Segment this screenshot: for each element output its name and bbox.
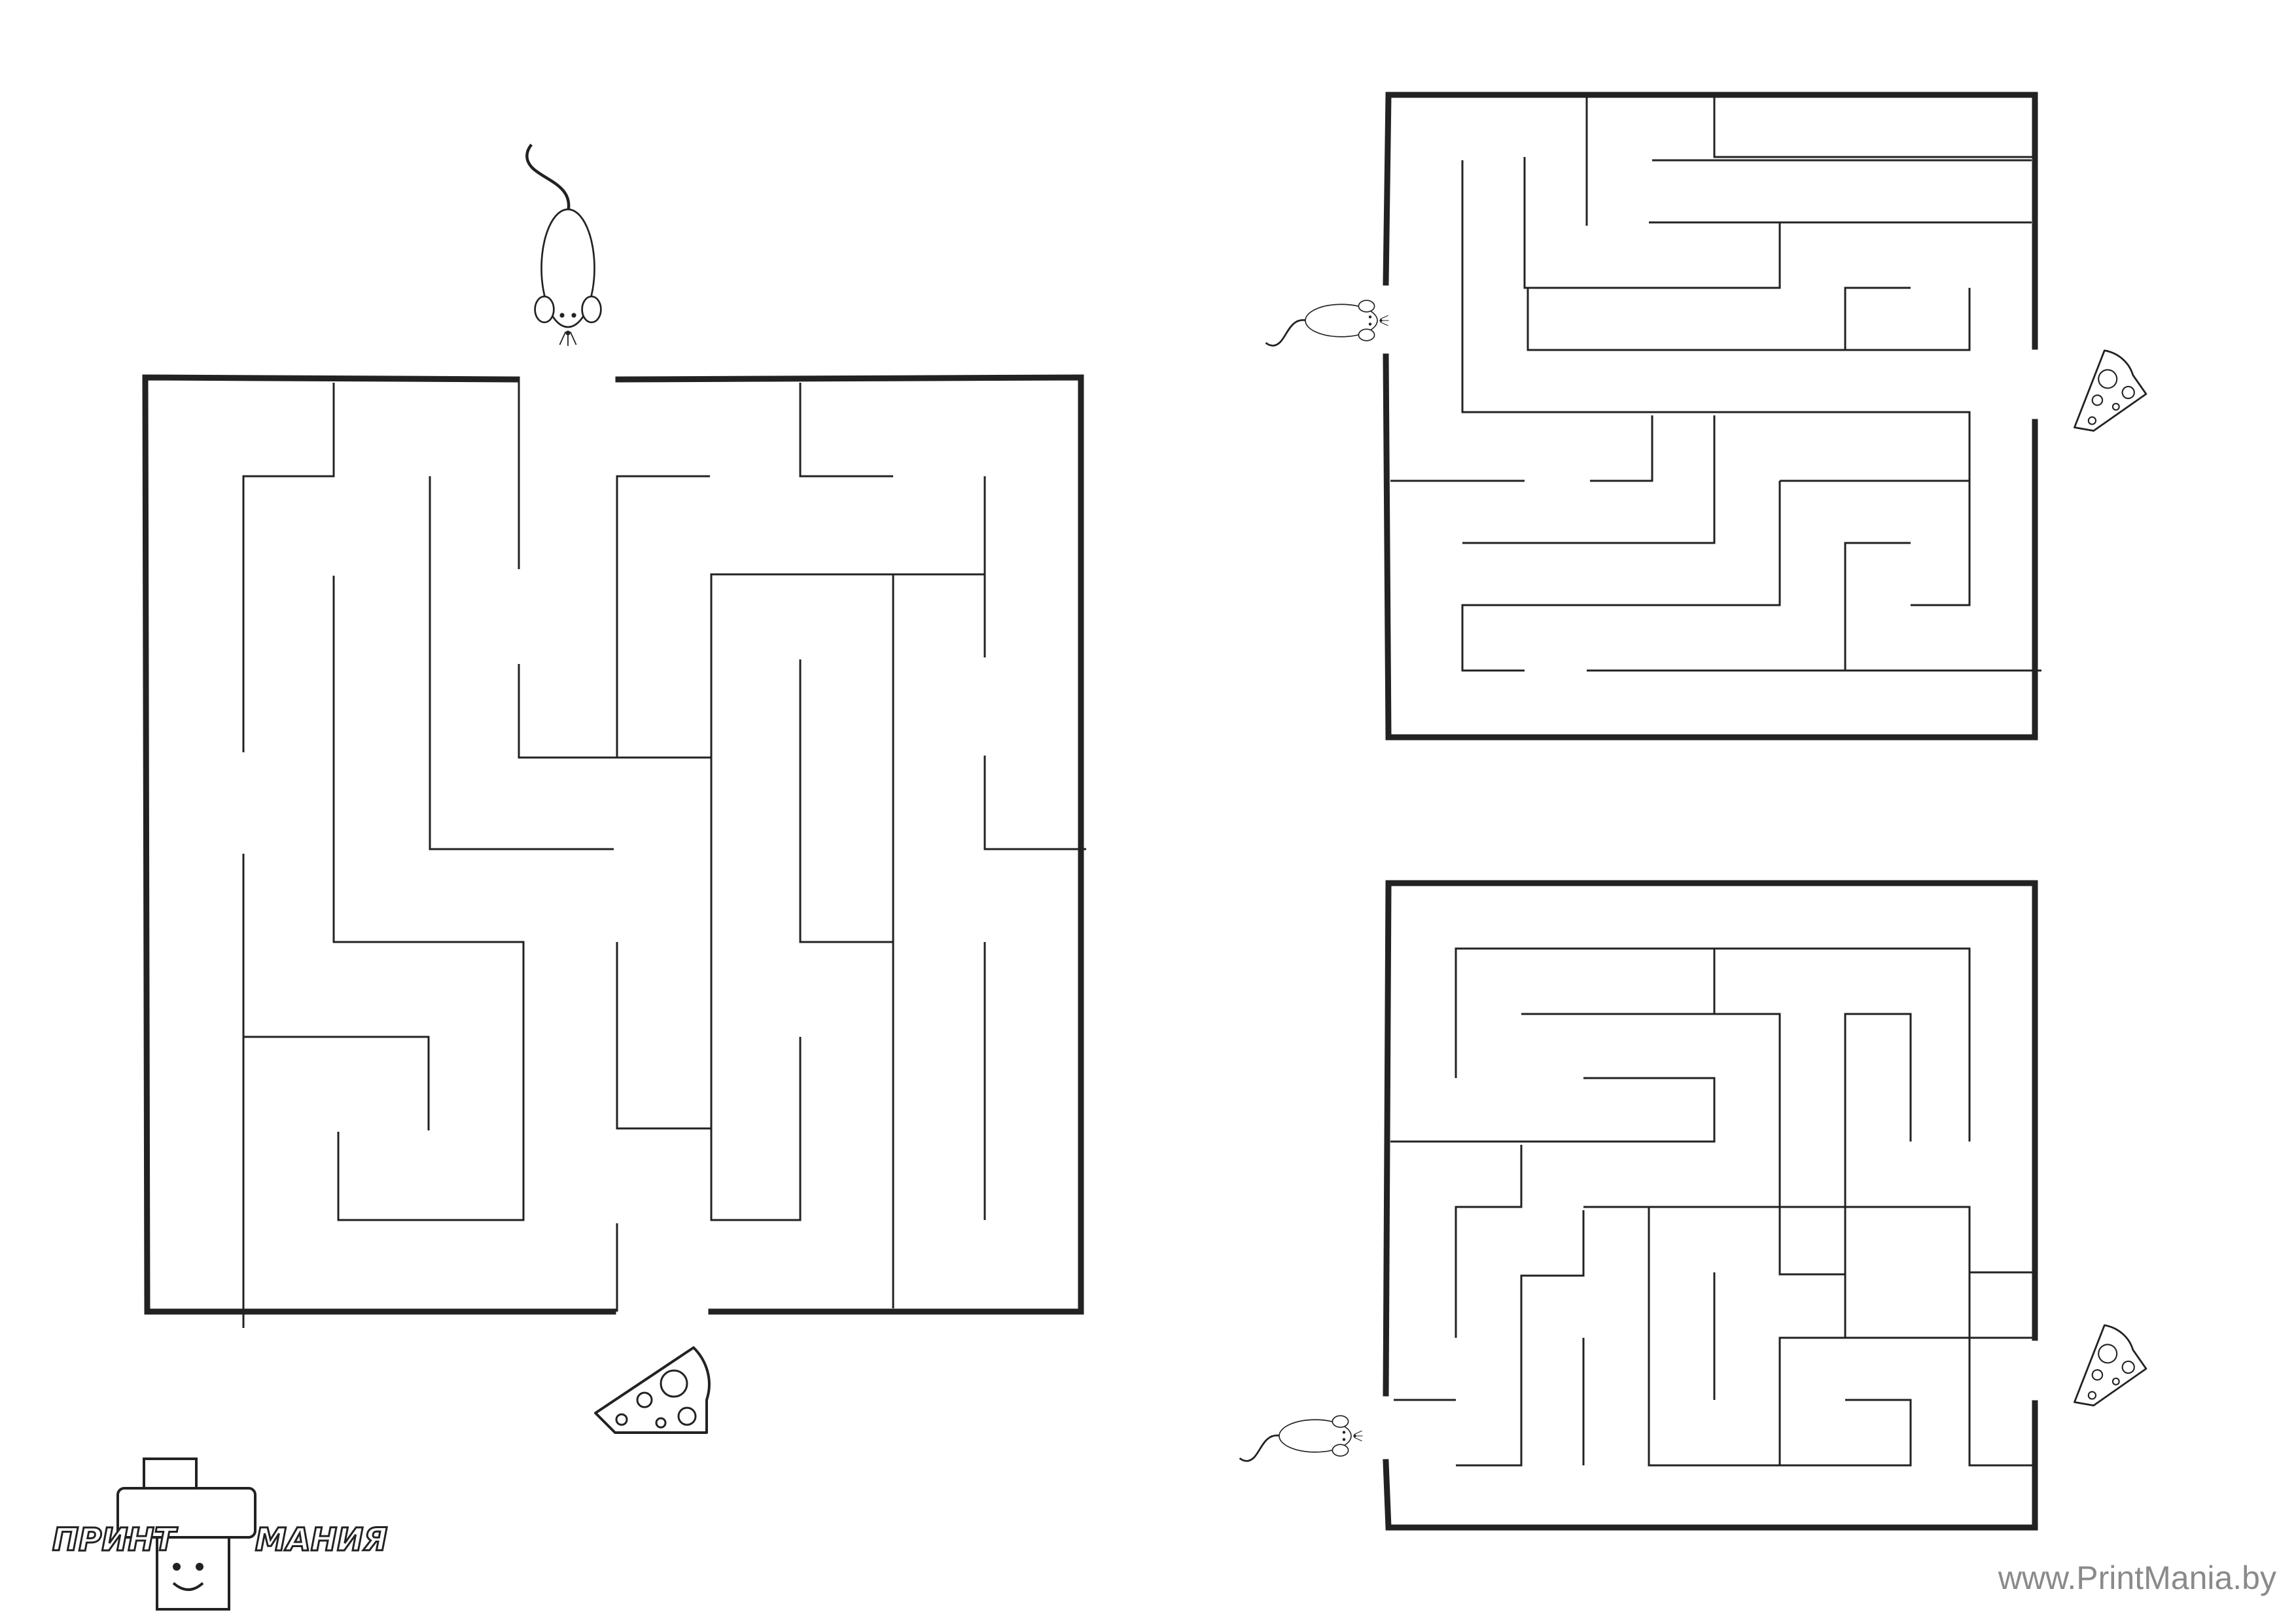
large-maze — [142, 145, 1086, 1434]
large-maze-border — [142, 374, 1084, 1315]
logo-right-word: МАНИЯ — [255, 1522, 387, 1558]
large-maze-walls — [242, 379, 1086, 1328]
footer-url[interactable]: www.PrintMania.by — [1998, 1560, 2276, 1596]
printer-icon — [116, 1457, 256, 1611]
printmania-logo: ПРИНТ МАНИЯ — [52, 1457, 389, 1611]
bottom-right-maze-walls — [1390, 947, 2035, 1467]
cheese-icon — [2047, 343, 2149, 440]
top-right-maze-border — [1383, 92, 2038, 741]
mouse-icon — [1239, 1414, 1364, 1462]
cheese-icon — [2047, 1318, 2149, 1414]
mouse-icon — [527, 145, 601, 346]
bottom-right-maze-border — [1383, 880, 2038, 1531]
logo-left-word: ПРИНТ — [52, 1522, 178, 1558]
top-right-maze-walls — [1390, 95, 2041, 672]
cheese-icon — [594, 1346, 711, 1434]
mouse-icon — [1265, 299, 1390, 347]
bottom-right-maze — [1239, 880, 2149, 1531]
top-right-maze — [1265, 92, 2149, 741]
